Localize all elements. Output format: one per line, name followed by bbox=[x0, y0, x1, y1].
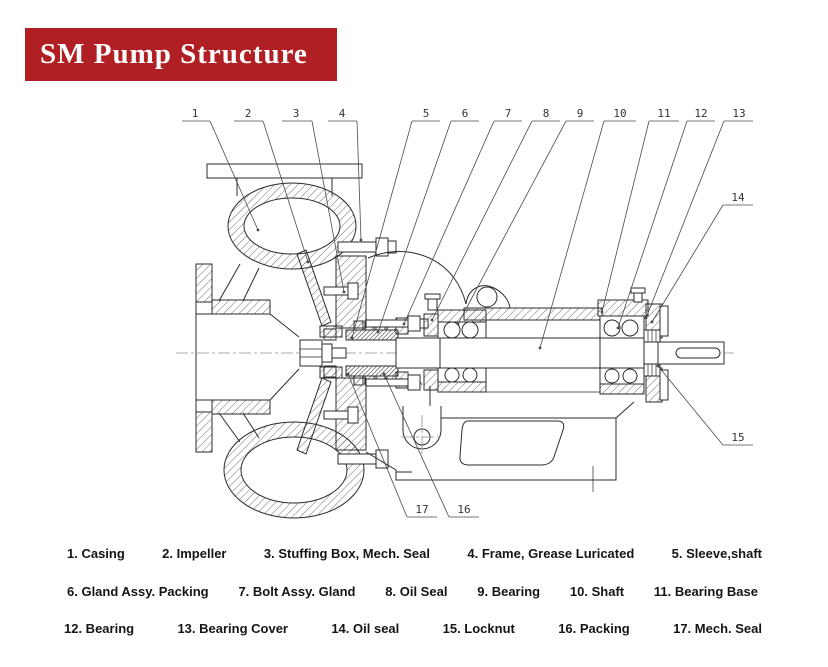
legend-item: 10. Shaft bbox=[569, 584, 625, 599]
callout-7: 7 bbox=[505, 107, 512, 120]
callout-5: 5 bbox=[423, 107, 430, 120]
legend-row-1: 1. Casing 2. Impeller 3. Stuffing Box, M… bbox=[0, 546, 828, 561]
legend-row-3: 12. Bearing 13. Bearing Cover 14. Oil se… bbox=[0, 621, 828, 636]
locknut bbox=[643, 329, 661, 377]
legend-item: 1. Casing bbox=[67, 546, 125, 561]
legend-row-2: 6. Gland Assy. Packing 7. Bolt Assy. Gla… bbox=[0, 584, 828, 599]
callout-9: 9 bbox=[577, 107, 584, 120]
legend-item: 7. Bolt Assy. Gland bbox=[238, 584, 356, 599]
legend-item: 15. Locknut bbox=[442, 621, 515, 636]
callout-4: 4 bbox=[339, 107, 346, 120]
legend-item: 6. Gland Assy. Packing bbox=[67, 584, 209, 599]
callout-1: 1 bbox=[192, 107, 199, 120]
callout-12: 12 bbox=[694, 107, 707, 120]
callout-11: 11 bbox=[657, 107, 670, 120]
shaft bbox=[395, 337, 725, 369]
impeller bbox=[296, 249, 343, 455]
callout-2: 2 bbox=[245, 107, 252, 120]
legend-item: 14. Oil seal bbox=[331, 621, 400, 636]
legend-item: 17. Mech. Seal bbox=[673, 621, 762, 636]
callout-6: 6 bbox=[462, 107, 469, 120]
callout-10: 10 bbox=[613, 107, 626, 120]
page-title: SM Pump Structure bbox=[40, 38, 308, 70]
legend-item: 3. Stuffing Box, Mech. Seal bbox=[263, 546, 430, 561]
callout-14: 14 bbox=[731, 191, 745, 204]
legend-item: 2. Impeller bbox=[162, 546, 227, 561]
legend-item: 9. Bearing bbox=[477, 584, 541, 599]
volute-casing bbox=[218, 182, 365, 519]
callout-15: 15 bbox=[731, 431, 744, 444]
callout-leaders bbox=[182, 120, 753, 518]
callout-3: 3 bbox=[293, 107, 300, 120]
bearing-right bbox=[599, 315, 645, 395]
callout-17: 17 bbox=[415, 503, 428, 516]
legend-item: 4. Frame, Grease Luricated bbox=[467, 546, 635, 561]
legend-item: 11. Bearing Base bbox=[653, 584, 758, 599]
callout-16: 16 bbox=[457, 503, 470, 516]
bearing-left bbox=[437, 309, 487, 393]
legend-item: 8. Oil Seal bbox=[385, 584, 448, 599]
impeller-nut bbox=[299, 339, 347, 367]
legend-item: 13. Bearing Cover bbox=[177, 621, 288, 636]
legend-item: 16. Packing bbox=[558, 621, 630, 636]
title-banner: SM Pump Structure bbox=[25, 28, 337, 81]
legend-item: 12. Bearing bbox=[64, 621, 135, 636]
callout-8: 8 bbox=[543, 107, 550, 120]
cover-bolts bbox=[323, 237, 397, 469]
frame-base bbox=[365, 386, 635, 492]
suction-flange bbox=[195, 263, 300, 453]
legend-item: 5. Sleeve,shaft bbox=[671, 546, 762, 561]
callout-13: 13 bbox=[732, 107, 745, 120]
oil-seal-left bbox=[423, 313, 439, 391]
discharge-flange bbox=[206, 163, 363, 196]
callout-numbers: 1 2 3 4 5 6 7 8 9 10 11 12 13 14 15 16 1… bbox=[192, 107, 746, 516]
